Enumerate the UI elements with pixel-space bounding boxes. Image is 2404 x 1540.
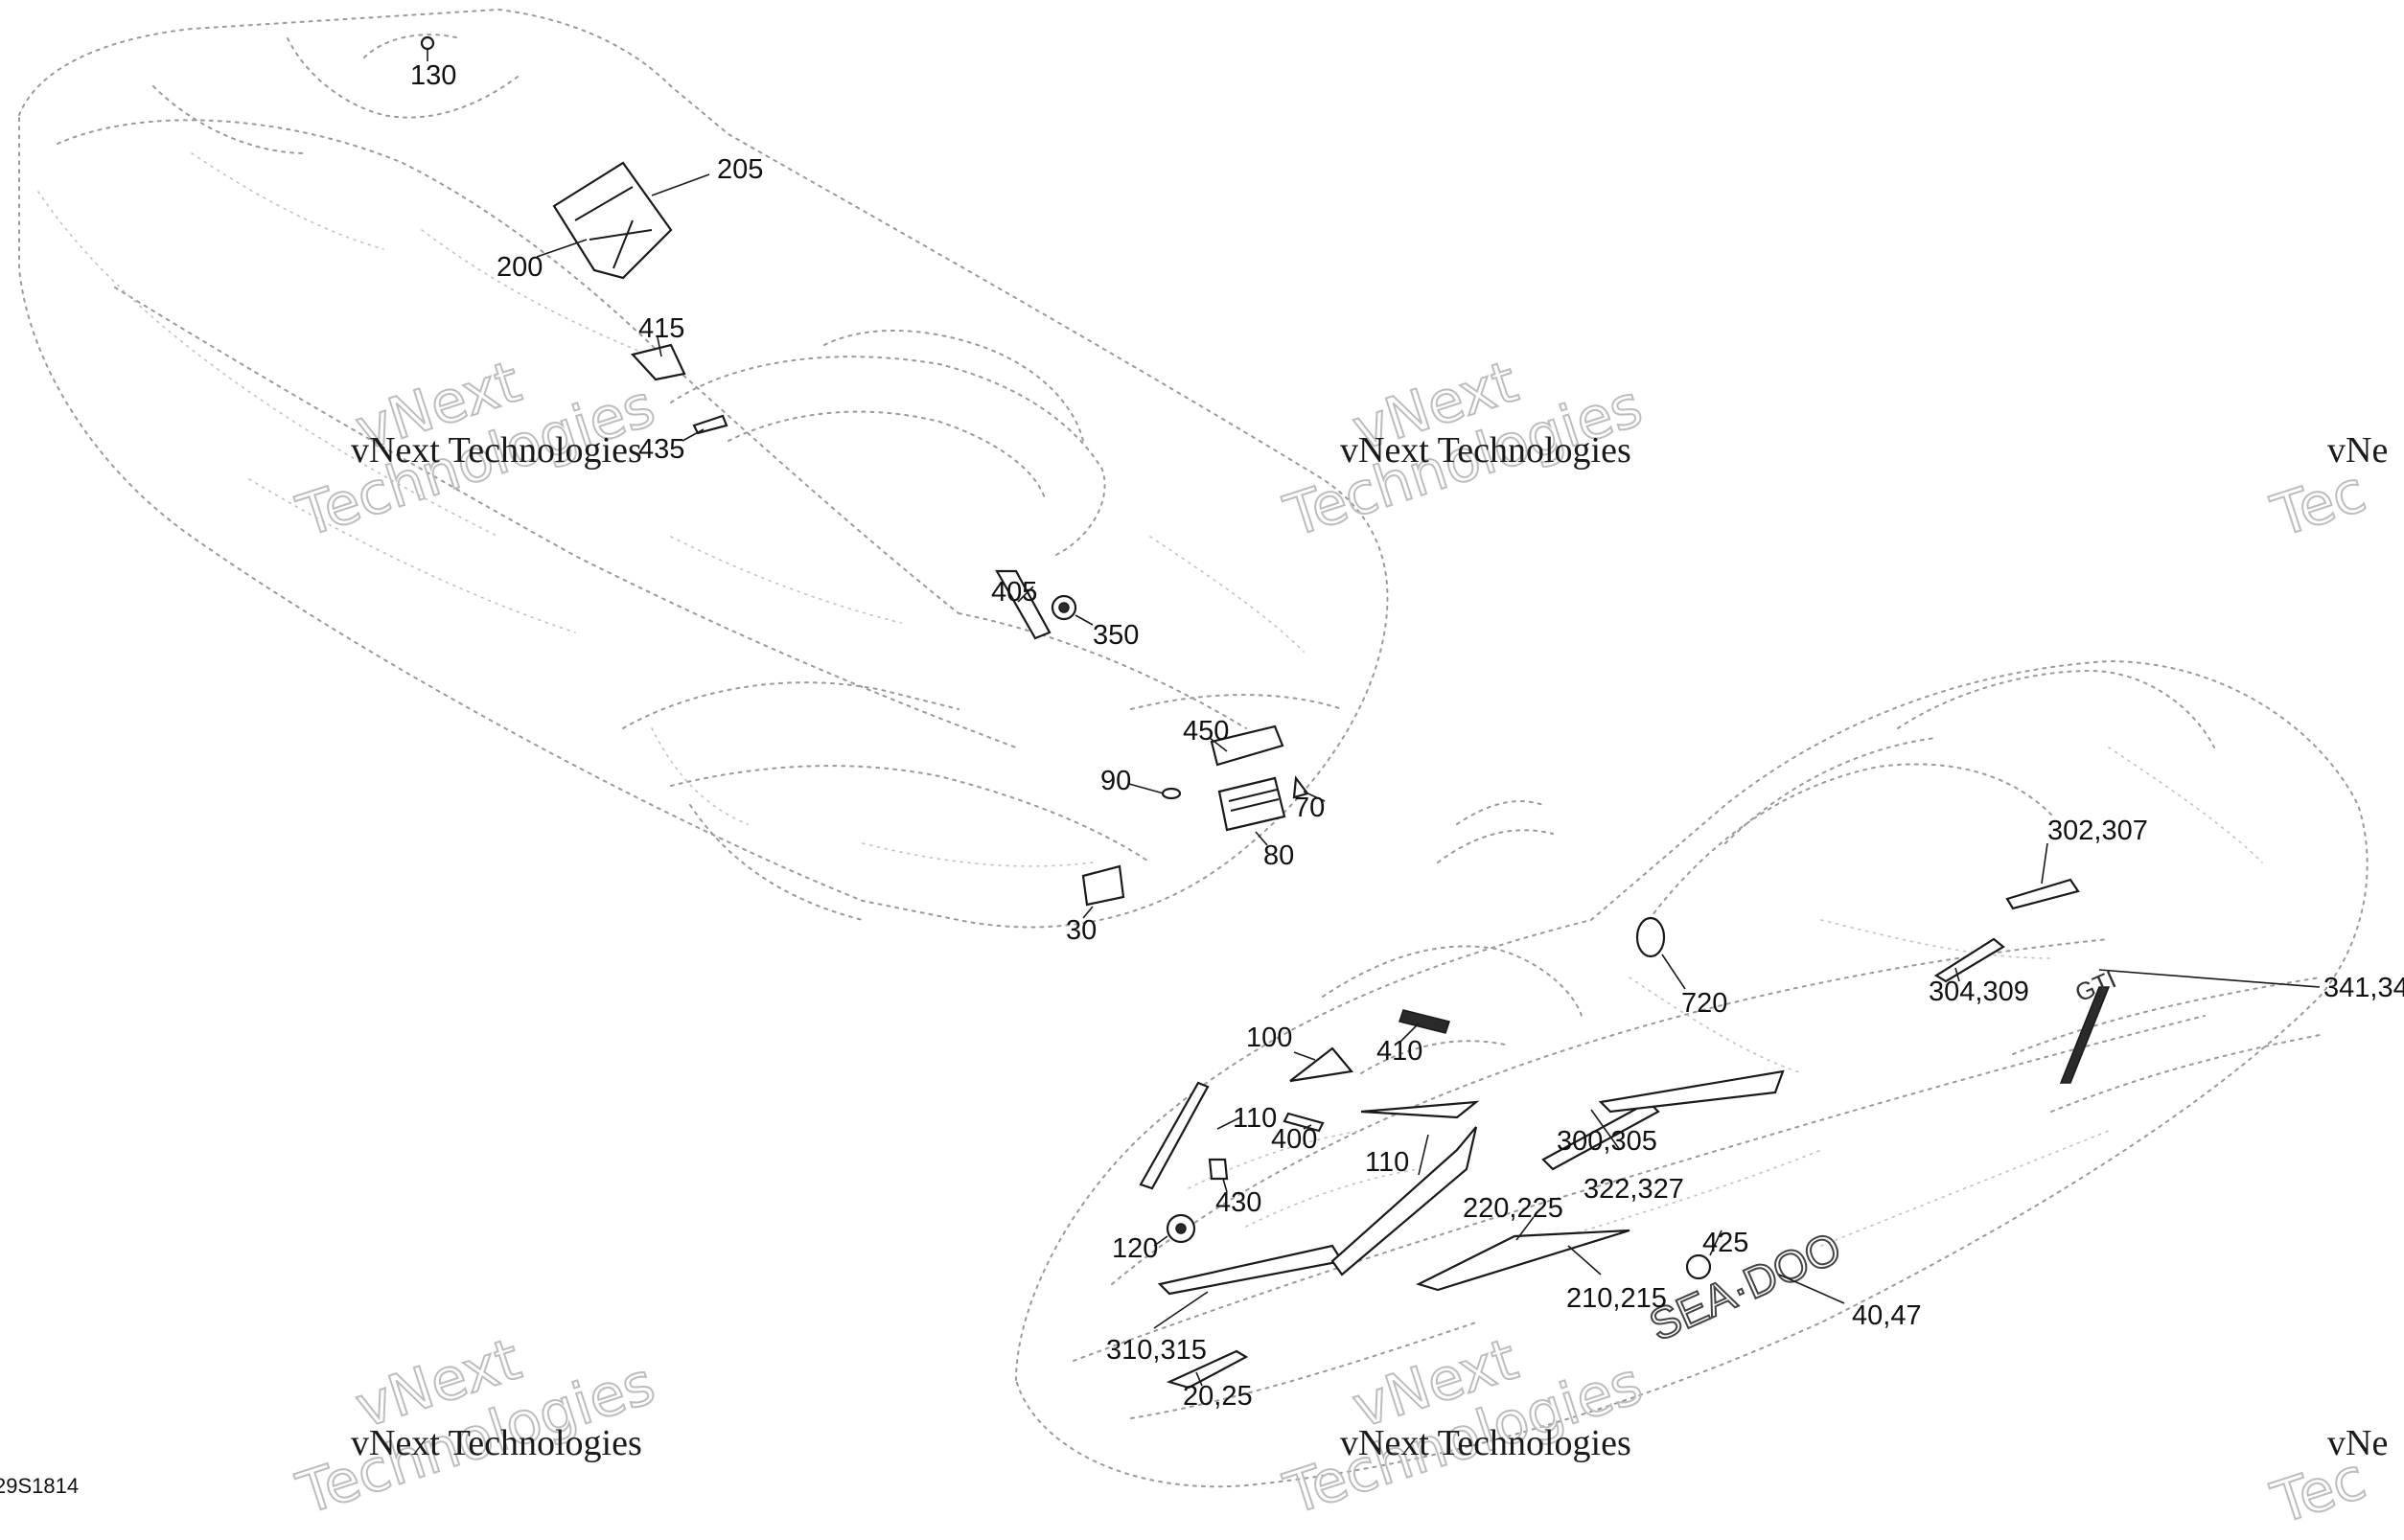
lower-watercraft-outline — [1014, 659, 2369, 1488]
callout-210-215: 210,215 — [1566, 1283, 1667, 1314]
decal-30 — [1081, 864, 1125, 907]
callout-350: 350 — [1093, 620, 1139, 651]
watermark-1: vNext Technologies — [351, 430, 642, 471]
callout-450: 450 — [1183, 716, 1229, 747]
decal-310-315 — [1157, 1244, 1344, 1296]
decal-425 — [1685, 1253, 1712, 1280]
watermark-5: vNext Technologies — [1340, 1423, 1631, 1463]
callout-435: 435 — [638, 434, 684, 465]
decal-720 — [1635, 916, 1666, 958]
decal-90 — [1161, 787, 1182, 800]
callout-80: 80 — [1263, 840, 1294, 871]
decal-220-225 — [1330, 1126, 1478, 1276]
watermark-ghost-6: Tec — [2264, 1445, 2373, 1538]
decal-410 — [1398, 1009, 1450, 1034]
callout-130: 130 — [410, 60, 456, 91]
decal-200-205 — [552, 161, 673, 280]
callout-430: 430 — [1215, 1187, 1261, 1218]
callout-30: 30 — [1066, 915, 1097, 946]
watermark-6-partial: vNe — [2327, 1423, 2388, 1463]
decal-300-305 — [1598, 1069, 1785, 1114]
callout-300-305: 300,305 — [1557, 1126, 1657, 1157]
decal-435 — [692, 414, 728, 435]
callout-200: 200 — [497, 252, 543, 283]
leader-lines — [427, 48, 2321, 1387]
upper-decals — [420, 35, 1309, 907]
callout-304-309: 304,309 — [1929, 977, 2029, 1007]
decal-100 — [1289, 1046, 1354, 1083]
callout-120: 120 — [1112, 1233, 1158, 1264]
decal-415 — [630, 343, 686, 381]
decal-130-dot — [420, 35, 435, 51]
callout-405: 405 — [991, 577, 1037, 608]
watermarks: vNext Technologies vNext Technologies vN… — [289, 348, 2388, 1539]
callout-400: 400 — [1271, 1124, 1317, 1155]
decal-450 — [1210, 724, 1284, 767]
callout-205: 205 — [717, 154, 763, 185]
callout-220-225: 220,225 — [1463, 1193, 1563, 1224]
decal-341-343 — [2059, 986, 2111, 1084]
decal-110-top — [1360, 1100, 1480, 1119]
watermark-3-partial: vNe — [2327, 430, 2388, 471]
callout-720: 720 — [1681, 988, 1727, 1019]
callout-341-343: 341,343 — [2323, 973, 2404, 1003]
watermark-2: vNext Technologies — [1340, 430, 1631, 471]
callout-425: 425 — [1702, 1228, 1748, 1258]
callout-110-b: 110 — [1365, 1147, 1409, 1178]
callout-100: 100 — [1246, 1023, 1292, 1053]
document-id: 29S1814 — [0, 1474, 79, 1498]
callout-415: 415 — [638, 313, 684, 344]
decal-405 — [995, 569, 1052, 640]
watermark-4: vNext Technologies — [351, 1423, 642, 1463]
decal-80 — [1217, 776, 1286, 832]
callout-70: 70 — [1294, 793, 1325, 823]
decal-110-side — [1139, 1081, 1210, 1190]
callout-302-307: 302,307 — [2047, 816, 2148, 846]
callout-20-25: 20,25 — [1183, 1381, 1253, 1412]
callout-410: 410 — [1376, 1036, 1422, 1067]
decal-430 — [1208, 1158, 1229, 1181]
decal-304-309 — [1933, 937, 2005, 983]
callout-110-a: 110 — [1233, 1103, 1277, 1134]
callout-322-327: 322,327 — [1583, 1174, 1684, 1205]
decal-20-25 — [1166, 1349, 1249, 1390]
decal-400 — [1283, 1112, 1325, 1133]
decal-302-307 — [2005, 878, 2080, 910]
decal-210-215 — [1416, 1229, 1630, 1292]
callout-labels: 130 205 200 415 435 405 350 450 90 70 80… — [410, 60, 2404, 1412]
callout-310-315: 310,315 — [1106, 1335, 1207, 1366]
decal-322-327 — [1541, 1100, 1660, 1171]
callout-90: 90 — [1100, 766, 1131, 796]
callout-40-47: 40,47 — [1852, 1300, 1922, 1331]
upper-watercraft-outline — [18, 8, 1389, 929]
watermark-ghost-3: Tec — [2264, 458, 2373, 551]
